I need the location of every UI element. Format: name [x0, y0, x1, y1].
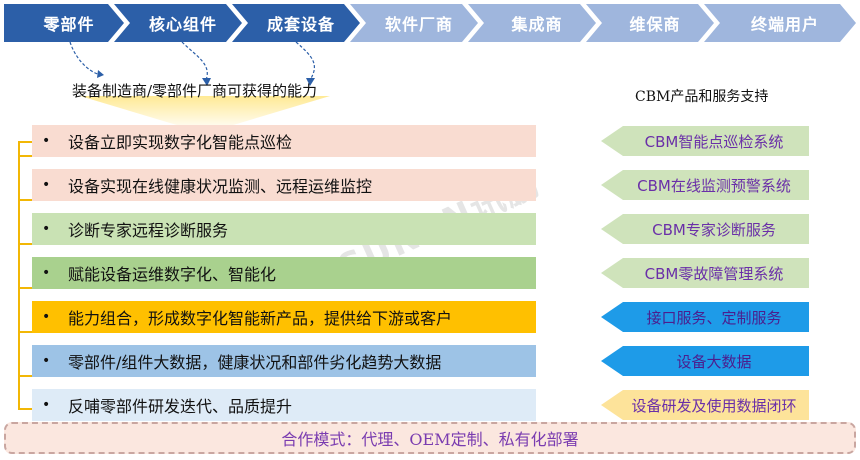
curved-arrow-core	[181, 41, 208, 81]
footer-text: 合作模式：代理、OEM定制、私有化部署	[281, 430, 579, 449]
capability-row-online-monitoring: • 设备实现在线健康状况监测、远程运维监控	[32, 169, 536, 201]
capability-text: 赋能设备运维数字化、智能化	[68, 265, 277, 284]
capability-row-expert-diagnosis: • 诊断专家远程诊断服务	[32, 213, 536, 245]
capability-text: 诊断专家远程诊断服务	[68, 221, 229, 240]
bracket-tick	[18, 243, 32, 245]
chain-step-core-components: 核心组件	[114, 4, 242, 42]
bullet-icon: •	[42, 309, 51, 325]
chain-step-end-user: 终端用户	[704, 4, 856, 42]
cbm-service-expert-diagnosis: CBM专家诊断服务	[601, 214, 809, 244]
capability-text: 能力组合，形成数字化智能新产品，提供给下游或客户	[68, 309, 453, 328]
capability-text: 零部件/组件大数据，健康状况和部件劣化趋势大数据	[68, 353, 442, 372]
bracket-tick	[18, 375, 32, 377]
cbm-service-monitoring-system: CBM在线监测预警系统	[601, 170, 809, 200]
arrowhead-core	[202, 78, 211, 86]
bracket-tick	[18, 287, 32, 289]
capability-text: 设备实现在线健康状况监测、远程运维监控	[68, 177, 373, 196]
chain-step-maintenance: 维保商	[586, 4, 714, 42]
curved-arrow-equipment	[295, 41, 315, 81]
capability-row-new-products: • 能力组合，形成数字化智能新产品，提供给下游或客户	[32, 301, 536, 333]
chain-step-parts: 零部件	[4, 4, 124, 42]
cbm-service-inspection-system: CBM智能点巡检系统	[601, 126, 809, 156]
bracket-tick	[18, 199, 32, 201]
cbm-service-interface-custom: 接口服务、定制服务	[601, 302, 809, 332]
capability-row-smart-inspection: • 设备立即实现数字化智能点巡检	[32, 125, 536, 157]
bullet-icon: •	[42, 265, 51, 281]
cbm-service-data-loop: 设备研发及使用数据闭环	[601, 390, 809, 420]
cooperation-mode-footer: 合作模式：代理、OEM定制、私有化部署	[4, 422, 856, 454]
chain-step-complete-equipment: 成套设备	[232, 4, 360, 42]
bullet-icon: •	[42, 221, 51, 237]
bullet-icon: •	[42, 133, 51, 149]
chain-step-integrator: 集成商	[468, 4, 596, 42]
capability-title: 装备制造商/零部件厂商可获得的能力	[72, 82, 318, 100]
bracket-tick	[18, 331, 32, 333]
bullet-icon: •	[42, 177, 51, 193]
cbm-support-title: CBM产品和服务支持	[635, 89, 769, 105]
arrowhead-equipment	[306, 78, 315, 86]
capability-bracket	[18, 141, 32, 410]
curved-arrows	[69, 41, 315, 86]
capability-row-rnd-feedback: • 反哺零部件研发迭代、品质提升	[32, 389, 536, 421]
bullet-icon: •	[42, 353, 51, 369]
value-chain-bar: 零部件 核心组件 成套设备 软件厂商 集成商 维保商 终端用户	[4, 4, 856, 42]
bullet-icon: •	[42, 397, 51, 413]
capability-text: 设备立即实现数字化智能点巡检	[68, 133, 293, 152]
curved-arrow-parts	[69, 41, 99, 75]
capability-text: 反哺零部件研发迭代、品质提升	[68, 397, 293, 416]
capability-row-digital-om: • 赋能设备运维数字化、智能化	[32, 257, 536, 289]
capability-row-big-data: • 零部件/组件大数据，健康状况和部件劣化趋势大数据	[32, 345, 536, 377]
cbm-service-zero-failure: CBM零故障管理系统	[601, 258, 809, 288]
chain-step-software-vendor: 软件厂商	[350, 4, 478, 42]
cbm-service-equipment-big-data: 设备大数据	[601, 346, 809, 376]
arrowhead-parts	[97, 70, 104, 78]
bracket-tick	[18, 155, 32, 157]
